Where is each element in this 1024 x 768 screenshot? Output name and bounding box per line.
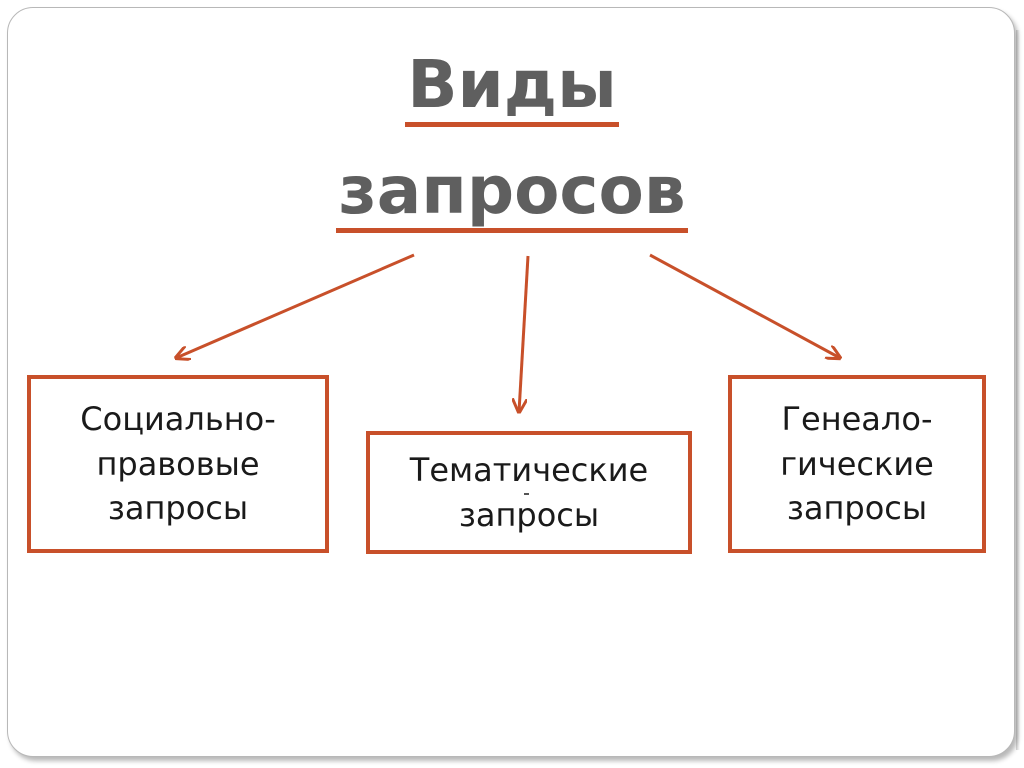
box-genealogical-requests: Генеало- гические запросы xyxy=(728,375,986,553)
arrow-to-genealogic xyxy=(649,253,840,358)
box-thematic-line-1: Тематические xyxy=(409,450,649,489)
box-thematic-requests: Тематические запросы xyxy=(366,431,692,554)
stray-mark xyxy=(524,493,529,495)
box-social-text: Социально- правовые запросы xyxy=(80,397,275,531)
box-social-line-2: правовые xyxy=(96,444,260,483)
title-line-2: запросов xyxy=(0,158,1024,233)
box-social-legal-requests: Социально- правовые запросы xyxy=(27,375,329,553)
box-social-line-3: запросы xyxy=(107,489,249,528)
box-thematic-line-2: запросы xyxy=(458,495,600,534)
box-thematic-text: Тематические запросы xyxy=(410,448,648,538)
arrow-to-social xyxy=(176,253,415,358)
title-text-2: запросов xyxy=(336,158,688,233)
box-genealogic-line-3: запросы xyxy=(786,489,928,528)
slide-shadow xyxy=(1016,30,1020,750)
arrow-to-thematic xyxy=(519,255,530,412)
title-text-1: Виды xyxy=(405,52,619,127)
title-line-1: Виды xyxy=(0,52,1024,127)
box-genealogic-text: Генеало- гические запросы xyxy=(780,397,934,531)
box-social-line-1: Социально- xyxy=(80,399,276,438)
box-genealogic-line-1: Генеало- xyxy=(781,399,933,438)
box-genealogic-line-2: гические xyxy=(780,444,934,483)
